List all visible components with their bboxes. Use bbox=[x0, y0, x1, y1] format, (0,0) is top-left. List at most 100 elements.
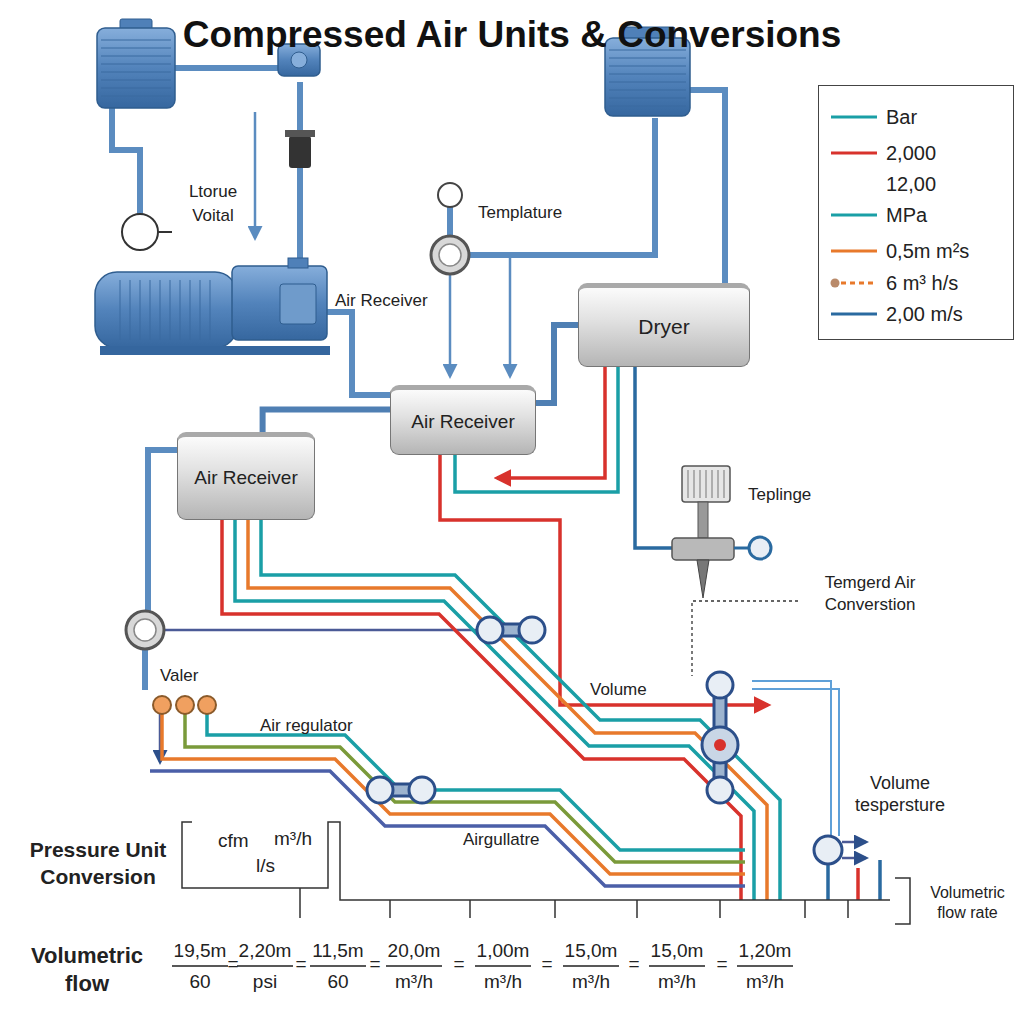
node-text: Air Receiver bbox=[194, 467, 297, 489]
supply-pipes-part bbox=[470, 118, 655, 255]
receiver-bundle-part bbox=[248, 520, 767, 900]
regulator-bundle-part bbox=[207, 714, 745, 850]
supply-pipes bbox=[112, 68, 750, 690]
regulator-bundle-part bbox=[185, 714, 745, 862]
regulator-bundle-part bbox=[162, 714, 745, 874]
temperature-gauges-part bbox=[134, 619, 156, 641]
callout-label: Airgullatre bbox=[463, 830, 540, 850]
supply-pipes-part bbox=[112, 108, 140, 214]
legend-text: MPa bbox=[886, 204, 927, 227]
teplinge-filter-part bbox=[688, 470, 724, 498]
supply-pipes-part bbox=[325, 312, 390, 395]
line-valves-part bbox=[707, 672, 733, 698]
legend-text: Bar bbox=[886, 106, 917, 129]
legend-text: 12,00 bbox=[886, 173, 936, 196]
line-valves-part bbox=[702, 727, 738, 763]
line-valves-part bbox=[409, 777, 435, 803]
temperature-gauges-part bbox=[438, 183, 462, 207]
inlet-valve-part bbox=[289, 136, 311, 168]
dryer-lines-part bbox=[440, 455, 768, 705]
regulator-bundle bbox=[150, 714, 745, 886]
teplinge-filter-part bbox=[697, 560, 709, 598]
compressor-part bbox=[95, 272, 237, 348]
callout-label: psi bbox=[230, 971, 300, 994]
tank-box: Air Receiver bbox=[177, 432, 315, 520]
diagram-title: Compressed Air Units & Conversions bbox=[0, 14, 1024, 56]
callout-label: Volume tespersture bbox=[845, 772, 955, 816]
receiver-bundle-part bbox=[222, 520, 741, 900]
supply-pipes-part bbox=[142, 649, 148, 690]
teplinge-filter-part bbox=[734, 547, 749, 550]
legend-line-sample bbox=[841, 282, 877, 285]
supply-pipes-part bbox=[148, 450, 178, 611]
callout-label: m³/h bbox=[468, 971, 538, 994]
loop-gauge bbox=[122, 214, 172, 250]
callout-label: 15,0m bbox=[556, 940, 626, 963]
callout-label: 20,0m bbox=[379, 940, 449, 963]
teplinge-filter-part bbox=[749, 537, 771, 559]
legend-line-sample bbox=[831, 152, 877, 155]
signal-lines bbox=[160, 630, 866, 858]
callout-label: Temgerd Air Converstion bbox=[800, 572, 940, 616]
callout-label: Air regulator bbox=[260, 716, 353, 736]
bottom-brackets bbox=[182, 822, 910, 924]
signal-lines-part bbox=[842, 857, 866, 860]
valer-valves bbox=[153, 696, 216, 714]
valer-valves-part bbox=[153, 696, 171, 714]
callout-label: m³/h bbox=[730, 971, 800, 994]
tank-box: Air Receiver bbox=[390, 385, 536, 455]
tank-box: Dryer bbox=[578, 283, 750, 367]
compressor-part bbox=[288, 258, 308, 268]
signal-lines-part bbox=[842, 841, 866, 844]
valer-valves-part bbox=[176, 696, 194, 714]
right-lines-part bbox=[878, 860, 882, 900]
inlet-valve-part bbox=[285, 130, 315, 137]
callout-label: 1,20m bbox=[730, 940, 800, 963]
callout-label: Valer bbox=[160, 666, 198, 686]
legend-text: 2,000 bbox=[886, 142, 936, 165]
regulator-bundle-part bbox=[150, 771, 745, 886]
bottom-brackets-part bbox=[895, 878, 910, 924]
callout-label: 19,5m bbox=[165, 940, 235, 963]
line-valves-part bbox=[714, 739, 726, 751]
legend-line-sample bbox=[831, 214, 877, 217]
compressor bbox=[95, 258, 330, 355]
teplinge-filter-part bbox=[698, 502, 708, 538]
temperature-gauges-part bbox=[439, 244, 461, 266]
compressor-part bbox=[100, 346, 330, 355]
line-valves-part bbox=[367, 777, 393, 803]
supply-pipes-part bbox=[175, 65, 280, 71]
motor-top-left-part bbox=[101, 40, 171, 96]
signal-lines-part bbox=[164, 629, 476, 632]
receiver-bundle-part bbox=[235, 520, 754, 900]
motor-top-left-part bbox=[97, 28, 175, 108]
callout-label: Air Receiver bbox=[335, 291, 428, 311]
callout-label: 2,20m bbox=[230, 940, 300, 963]
fraction-bars bbox=[172, 965, 793, 966]
legend-text: 6 m³ h/s bbox=[886, 272, 958, 295]
callout-label: 11,5m bbox=[303, 940, 373, 963]
temperature-gauges-part bbox=[431, 236, 469, 274]
legend-line-sample bbox=[831, 116, 877, 119]
line-valves bbox=[367, 617, 842, 864]
callout-label: Volumetric flow rate bbox=[915, 883, 1020, 923]
compressor-part bbox=[232, 266, 327, 340]
callout-label: Volume bbox=[590, 680, 647, 700]
inlet-valve bbox=[278, 44, 320, 168]
compressor-part bbox=[120, 280, 210, 340]
right-lines-part bbox=[692, 601, 798, 676]
callout-label: m³/h bbox=[556, 971, 626, 994]
receiver-bundle-part bbox=[261, 520, 780, 900]
pipe-connector bbox=[263, 410, 390, 433]
right-lines-part bbox=[752, 681, 831, 836]
node-text: Air Receiver bbox=[411, 411, 514, 433]
right-lines-part bbox=[752, 689, 839, 836]
legend-dot-sample bbox=[831, 279, 840, 288]
loop-gauge-part bbox=[158, 231, 172, 233]
callout-label: l/s bbox=[256, 855, 275, 878]
flow-arrows-part bbox=[449, 274, 452, 376]
callout-label: m³/h bbox=[379, 971, 449, 994]
supply-pipes-part bbox=[297, 82, 303, 268]
callout-label: 60 bbox=[303, 971, 373, 994]
